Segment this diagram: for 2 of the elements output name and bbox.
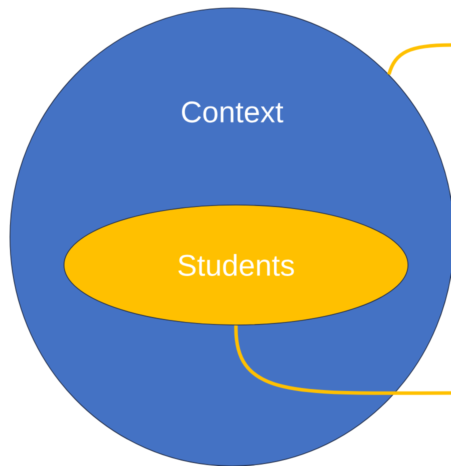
connector-curve: [234, 325, 451, 395]
connector-curve: [387, 43, 451, 75]
